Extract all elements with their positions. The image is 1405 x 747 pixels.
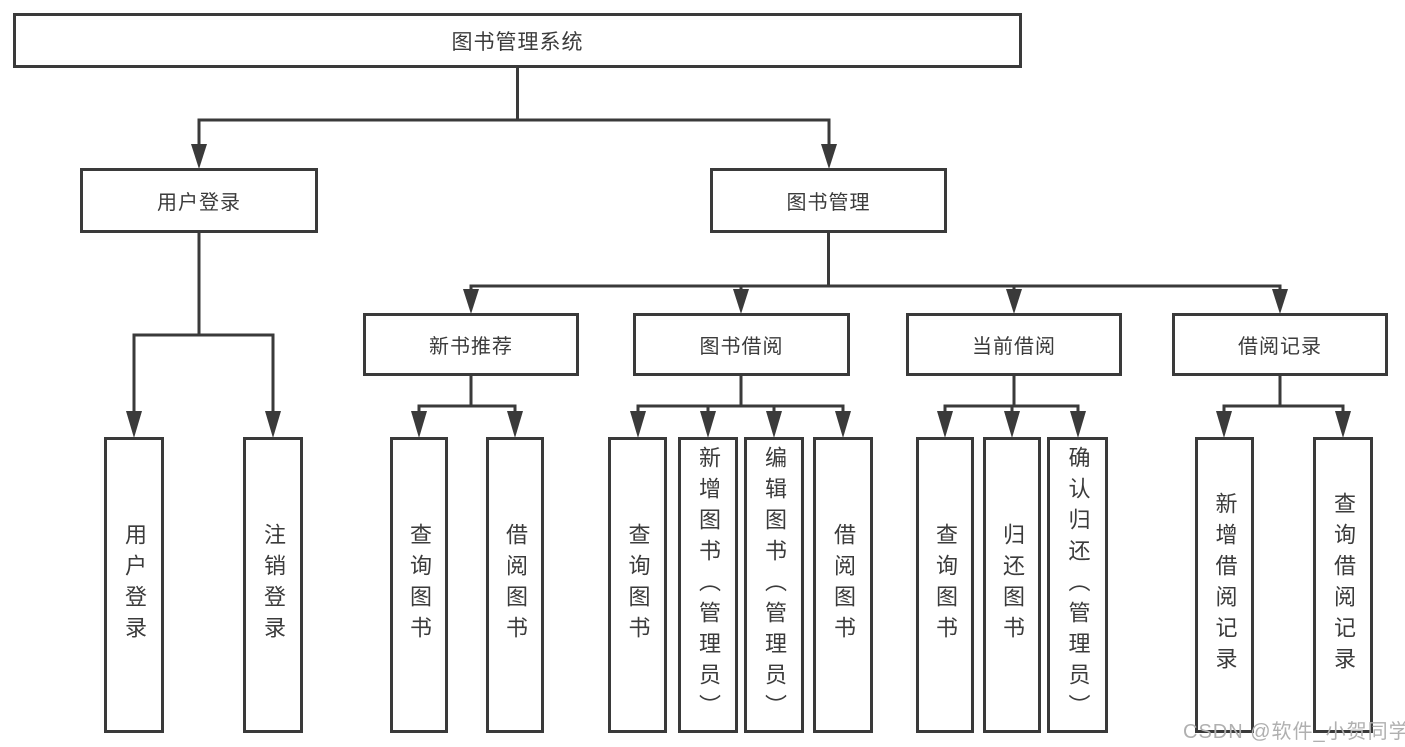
leaf-newbook-query-book-label: 查询图书 xyxy=(407,523,432,647)
leaf-user-login: 用户登录 xyxy=(104,437,164,733)
connector-record-to-leaves xyxy=(1216,376,1351,438)
leaf-record-add-record-label: 新增借阅记录 xyxy=(1212,492,1238,678)
leaf-current-confirm-return-admin-label: 确认归还（管理员） xyxy=(1065,445,1091,725)
leaf-current-return-book: 归还图书 xyxy=(983,437,1041,733)
node-book-borrow-label: 图书借阅 xyxy=(699,336,784,358)
connector-bookmgmt-to-level3 xyxy=(463,233,1288,314)
node-user-login-label: 用户登录 xyxy=(157,192,241,214)
leaf-newbook-borrow-book-label: 借阅图书 xyxy=(503,523,528,647)
leaf-borrow-add-book-admin: 新增图书（管理员） xyxy=(678,437,738,733)
node-book-management-label: 图书管理 xyxy=(786,192,871,214)
node-book-management: 图书管理 xyxy=(710,168,947,233)
leaf-record-query-record: 查询借阅记录 xyxy=(1313,437,1373,733)
leaf-newbook-query-book: 查询图书 xyxy=(390,437,448,733)
connector-userlogin-to-leaves xyxy=(126,233,281,438)
node-book-system: 图书管理系统 xyxy=(13,13,1022,68)
node-current-borrow-label: 当前借阅 xyxy=(972,336,1056,358)
leaf-record-query-record-label: 查询借阅记录 xyxy=(1331,492,1356,678)
node-borrow-record-label: 借阅记录 xyxy=(1238,336,1322,358)
leaf-current-query-book: 查询图书 xyxy=(916,437,974,733)
leaf-borrow-query-book: 查询图书 xyxy=(608,437,667,733)
connector-current-to-leaves xyxy=(937,376,1086,438)
connector-root-to-level2 xyxy=(191,68,837,169)
leaf-newbook-borrow-book: 借阅图书 xyxy=(486,437,544,733)
node-current-borrow: 当前借阅 xyxy=(906,313,1122,376)
leaf-borrow-query-book-label: 查询图书 xyxy=(625,523,651,647)
leaf-borrow-edit-book-admin: 编辑图书（管理员） xyxy=(744,437,804,733)
leaf-current-query-book-label: 查询图书 xyxy=(933,523,958,647)
leaf-user-login-label: 用户登录 xyxy=(122,523,147,647)
leaf-logout-label: 注销登录 xyxy=(261,523,286,647)
leaf-current-confirm-return-admin: 确认归还（管理员） xyxy=(1047,437,1108,733)
node-borrow-record: 借阅记录 xyxy=(1172,313,1388,376)
node-book-system-label: 图书管理系统 xyxy=(451,30,584,54)
watermark: CSDN @软件_小贺同学 xyxy=(1183,721,1405,743)
node-user-login: 用户登录 xyxy=(80,168,318,233)
leaf-logout: 注销登录 xyxy=(243,437,303,733)
leaf-current-return-book-label: 归还图书 xyxy=(1000,523,1025,647)
connector-newbook-to-leaves xyxy=(411,376,523,438)
leaf-borrow-borrow-book: 借阅图书 xyxy=(813,437,873,733)
leaf-record-add-record: 新增借阅记录 xyxy=(1195,437,1254,733)
leaf-borrow-borrow-book-label: 借阅图书 xyxy=(831,523,856,647)
node-new-book-recommend: 新书推荐 xyxy=(363,313,579,376)
leaf-borrow-add-book-admin-label: 新增图书（管理员） xyxy=(696,445,721,725)
connector-borrow-to-leaves xyxy=(630,376,851,438)
leaf-borrow-edit-book-admin-label: 编辑图书（管理员） xyxy=(762,445,787,725)
node-book-borrow: 图书借阅 xyxy=(633,313,850,376)
node-new-book-recommend-label: 新书推荐 xyxy=(429,336,513,358)
